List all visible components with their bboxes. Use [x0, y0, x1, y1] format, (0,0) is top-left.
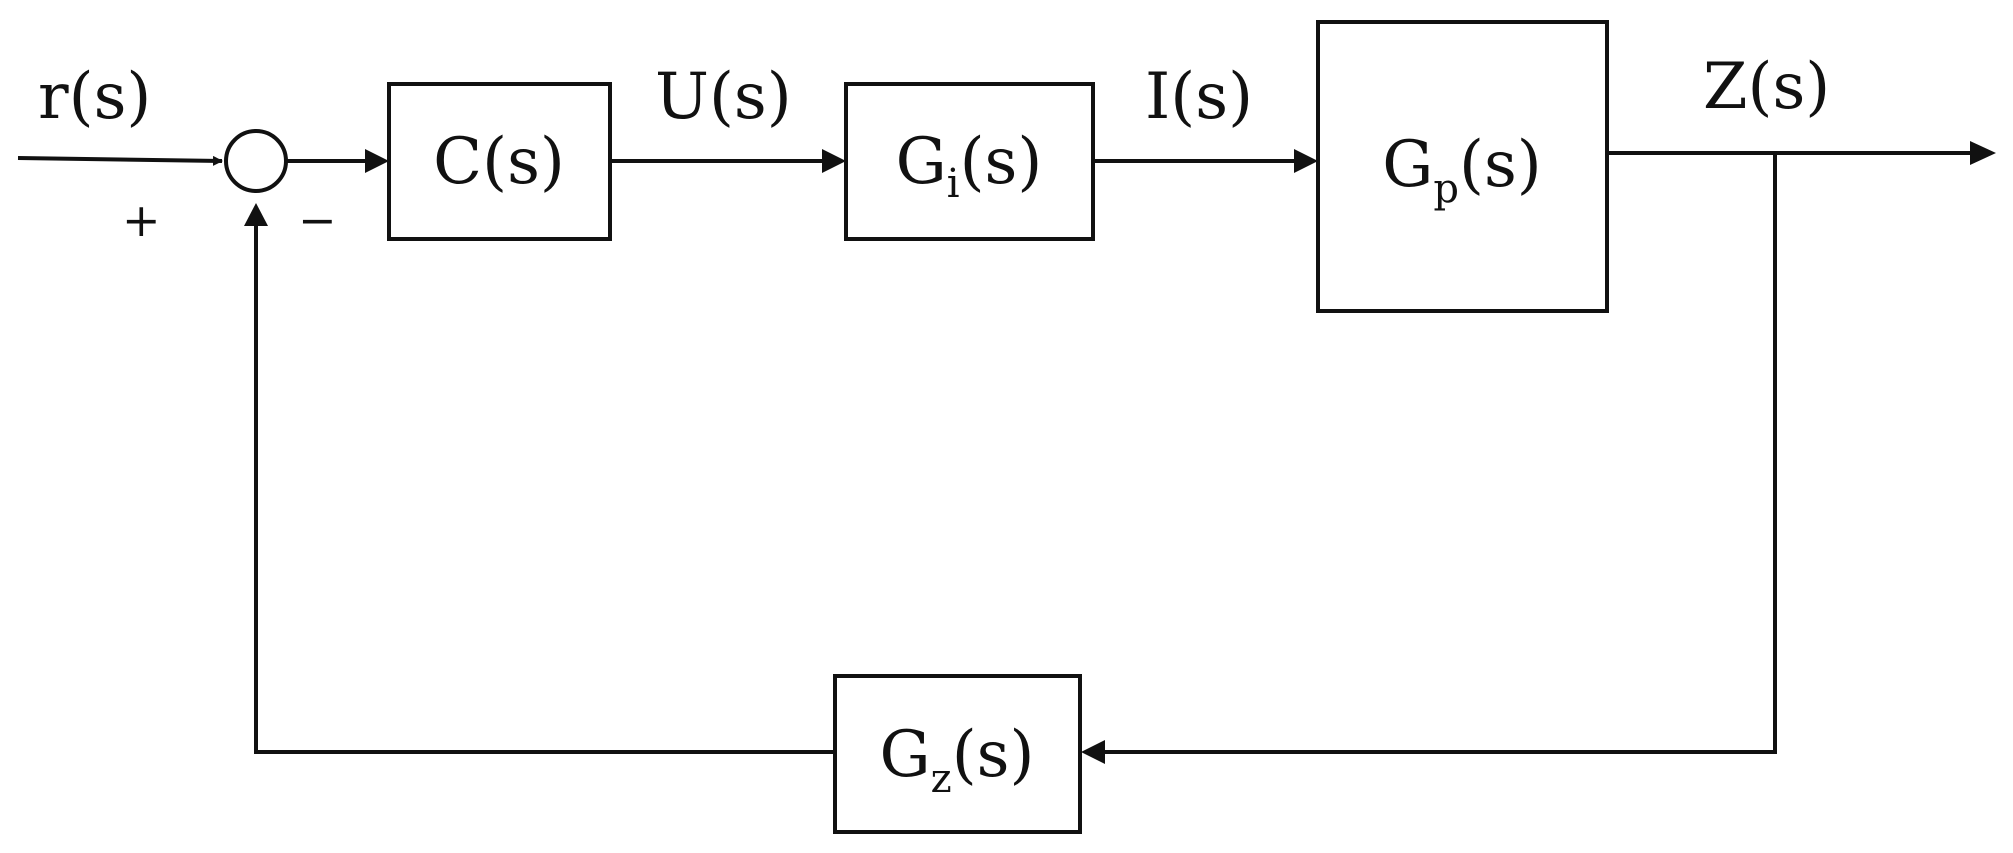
plus-sign: + [122, 193, 161, 247]
plant-block [1316, 20, 1609, 313]
current-arrowhead [1294, 149, 1318, 173]
actuator-block [844, 82, 1095, 241]
error-arrowhead [365, 149, 389, 173]
feedback-takeoff-line [1095, 153, 1777, 754]
actuator-label: Gi(s) [896, 125, 1043, 207]
feedback-return-arrowhead [244, 203, 268, 226]
plant-label: Gp(s) [1382, 128, 1542, 212]
controller-label: C(s) [433, 125, 565, 199]
feedback-block [833, 674, 1082, 834]
input-signal-line [17, 155, 223, 166]
output-arrowhead [1970, 141, 1996, 165]
summing-junction [224, 129, 288, 193]
feedback-return-line [254, 226, 835, 754]
feedback-arrowhead [1081, 740, 1105, 764]
output-signal-label: Z(s) [1703, 50, 1830, 124]
control-arrowhead [822, 149, 846, 173]
current-signal-label: I(s) [1145, 60, 1253, 134]
controller-block [387, 82, 612, 241]
input-signal-label: r(s) [38, 60, 151, 134]
feedback-label: Gz(s) [880, 718, 1035, 802]
minus-sign: − [298, 193, 337, 247]
control-signal-label: U(s) [655, 60, 792, 134]
